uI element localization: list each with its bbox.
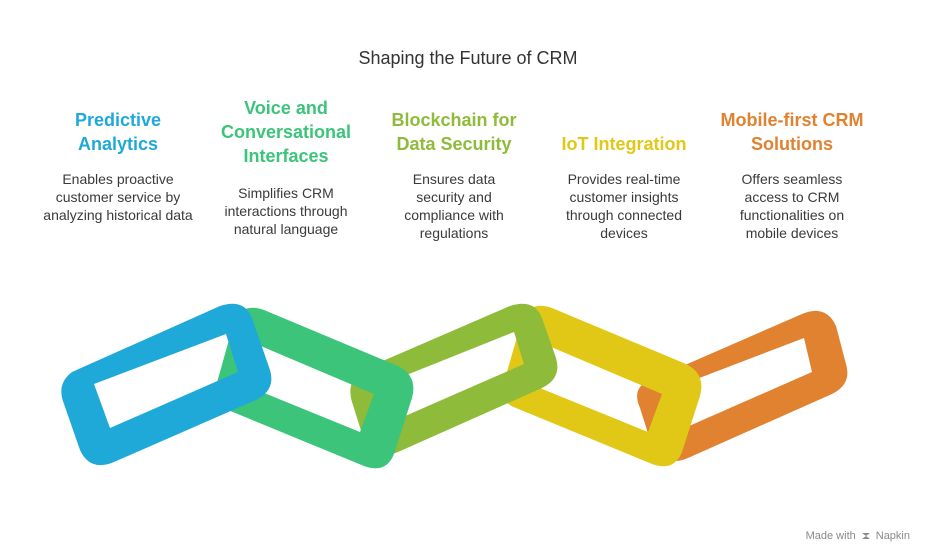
item-description: Enables proactive customer service by an…: [43, 171, 193, 223]
item-description: Provides real-time customer insights thr…: [566, 171, 682, 241]
chain-link-voice: [213, 307, 414, 469]
item-description: Simplifies CRM interactions through natu…: [224, 185, 348, 237]
item-heading: Predictive Analytics: [74, 110, 162, 154]
footer-made-with: Made with: [805, 530, 856, 542]
item-heading: IoT Integration: [561, 134, 687, 154]
chain-link-predictive: [61, 303, 272, 466]
item-heading: Voice and Conversational Interfaces: [220, 98, 352, 166]
item-mobile-first-crm: Mobile-first CRM Solutions Offers seamle…: [712, 108, 872, 242]
item-description: Ensures data security and compliance wit…: [404, 171, 504, 241]
item-predictive-analytics: Predictive Analytics Enables proactive c…: [38, 108, 198, 224]
footer-credit: Made with Napkin: [806, 530, 910, 542]
item-heading: Blockchain for Data Security: [391, 110, 517, 154]
item-voice-interfaces: Voice and Conversational Interfaces Simp…: [206, 96, 366, 238]
item-iot-integration: IoT Integration Provides real-time custo…: [544, 132, 704, 242]
item-heading: Mobile-first CRM Solutions: [720, 110, 864, 154]
item-blockchain-security: Blockchain for Data Security Ensures dat…: [374, 108, 534, 242]
diagram-title: Shaping the Future of CRM: [358, 48, 578, 68]
footer-brand: Napkin: [875, 530, 910, 542]
item-description: Offers seamless access to CRM functional…: [739, 171, 845, 241]
napkin-logo-icon: [860, 530, 872, 542]
